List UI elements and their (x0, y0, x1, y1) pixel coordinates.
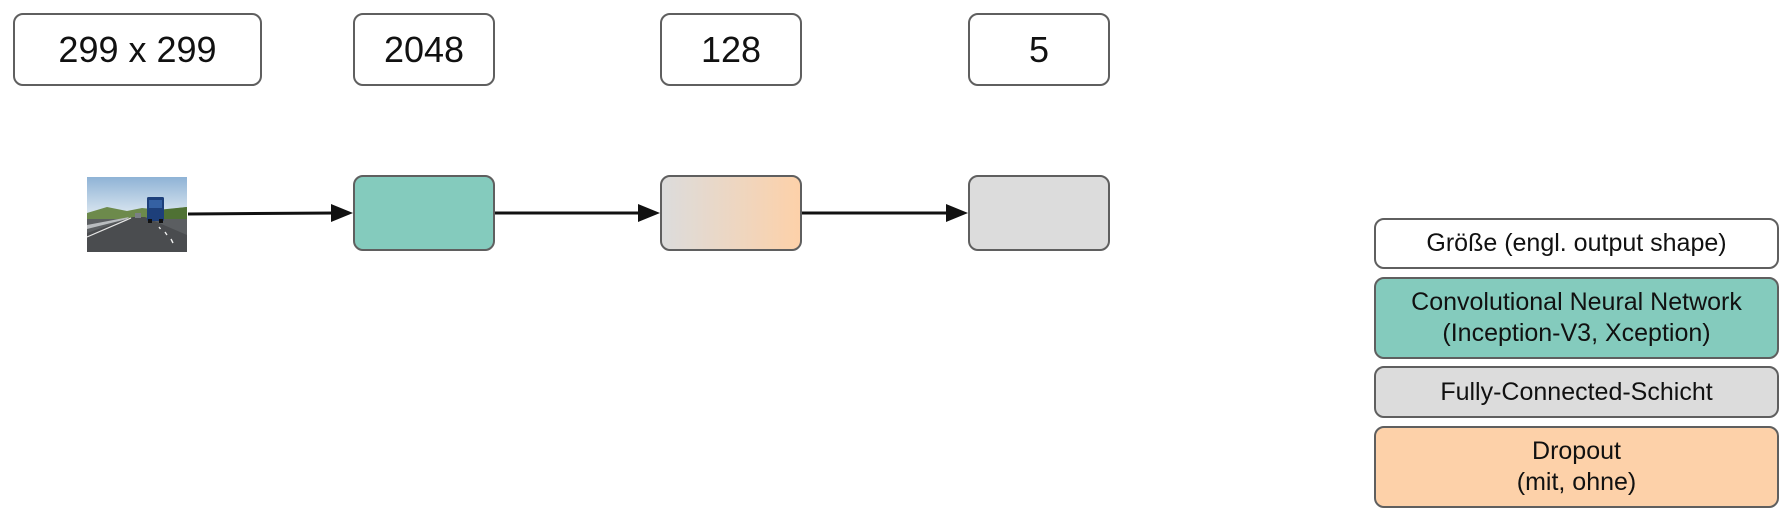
shape-label-cnn: 2048 (353, 13, 495, 86)
legend-cnn-label-line2: (Inception-V3, Xception) (1442, 319, 1711, 347)
dropout-fc-layer-block (660, 175, 802, 251)
arrow-cnn-to-fc (495, 204, 660, 222)
legend-dropout: Dropout (mit, ohne) (1374, 426, 1779, 508)
arrow-fc-to-output (802, 204, 968, 222)
legend-dropout-label-line1: Dropout (1532, 437, 1621, 465)
shape-label-output: 5 (968, 13, 1110, 86)
fc-output-layer-block (968, 175, 1110, 251)
road-scene-image (87, 177, 187, 252)
legend-cnn-label-line1: Convolutional Neural Network (1411, 288, 1742, 316)
legend-dropout-label-line2: (mit, ohne) (1516, 468, 1637, 496)
legend-fully-connected: Fully-Connected-Schicht (1374, 366, 1779, 418)
legend-size: Größe (engl. output shape) (1374, 218, 1779, 269)
shape-label-fc: 128 (660, 13, 802, 86)
arrow-input-to-cnn (187, 204, 353, 222)
cnn-layer-block (353, 175, 495, 251)
legend-size-label: Größe (engl. output shape) (1426, 229, 1727, 257)
input-image (87, 177, 187, 252)
shape-label-input: 299 x 299 (13, 13, 262, 86)
legend-cnn: Convolutional Neural Network (Inception-… (1374, 277, 1779, 359)
legend-fc-label: Fully-Connected-Schicht (1440, 377, 1713, 406)
